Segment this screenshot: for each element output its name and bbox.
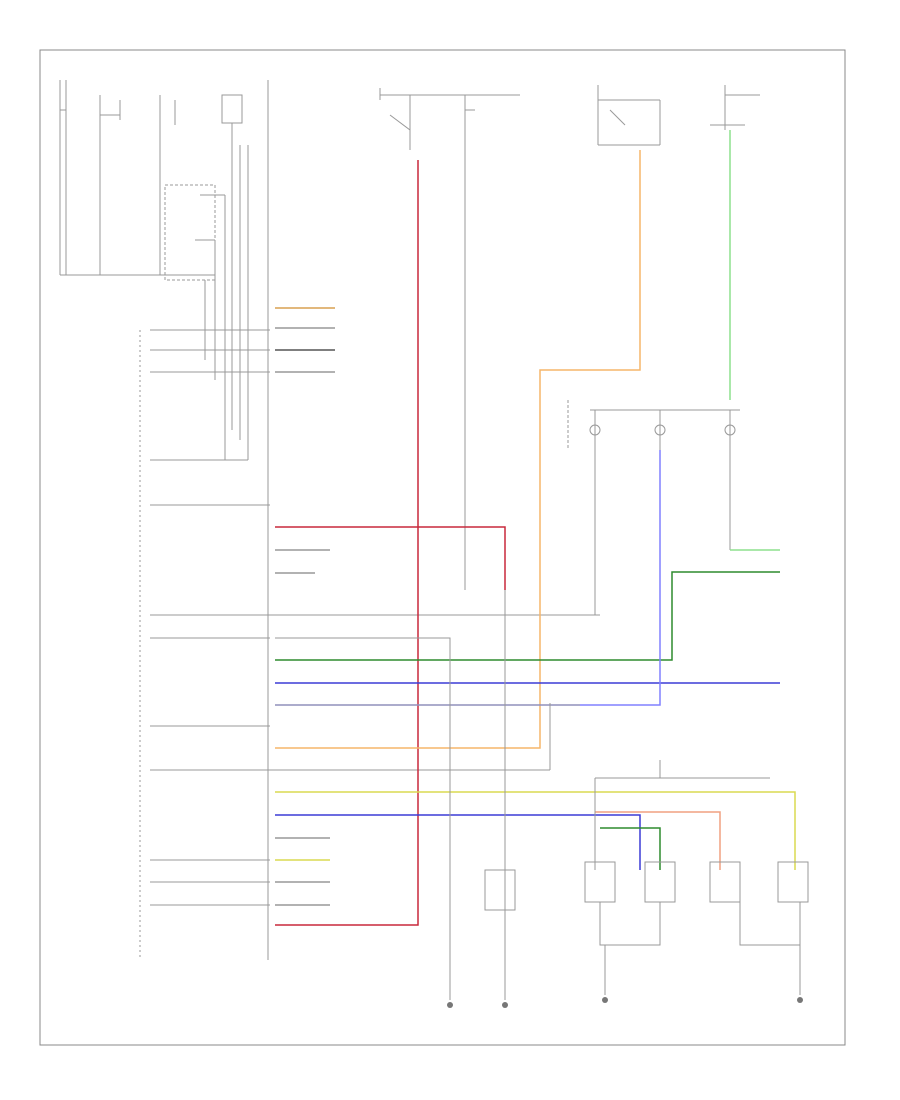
- wire-lightblue: [275, 450, 661, 706]
- wire-blue: [275, 682, 780, 870]
- top-left-fuses: [59, 80, 243, 276]
- control-module-body: [139, 80, 269, 960]
- wire-salmon: [595, 811, 721, 870]
- top-center-switch: [379, 88, 520, 590]
- wire-orange: [275, 150, 641, 749]
- wire-yellow: [275, 791, 796, 870]
- wire-green-lower: [600, 827, 661, 870]
- wire-gray: [275, 590, 770, 1000]
- ground-symbols: [447, 997, 803, 1008]
- diagram-frame: [39, 49, 846, 1046]
- wire-lightgreen: [729, 130, 780, 551]
- left-pin-stubs: [150, 329, 600, 906]
- lower-relays: [484, 861, 809, 995]
- top-right-switch: [597, 85, 760, 146]
- module-output-stubs: [275, 307, 335, 906]
- wire-red: [275, 160, 506, 926]
- indicator-lamps: [567, 400, 740, 615]
- left-switch-block: [164, 145, 249, 460]
- wire-green: [275, 571, 780, 661]
